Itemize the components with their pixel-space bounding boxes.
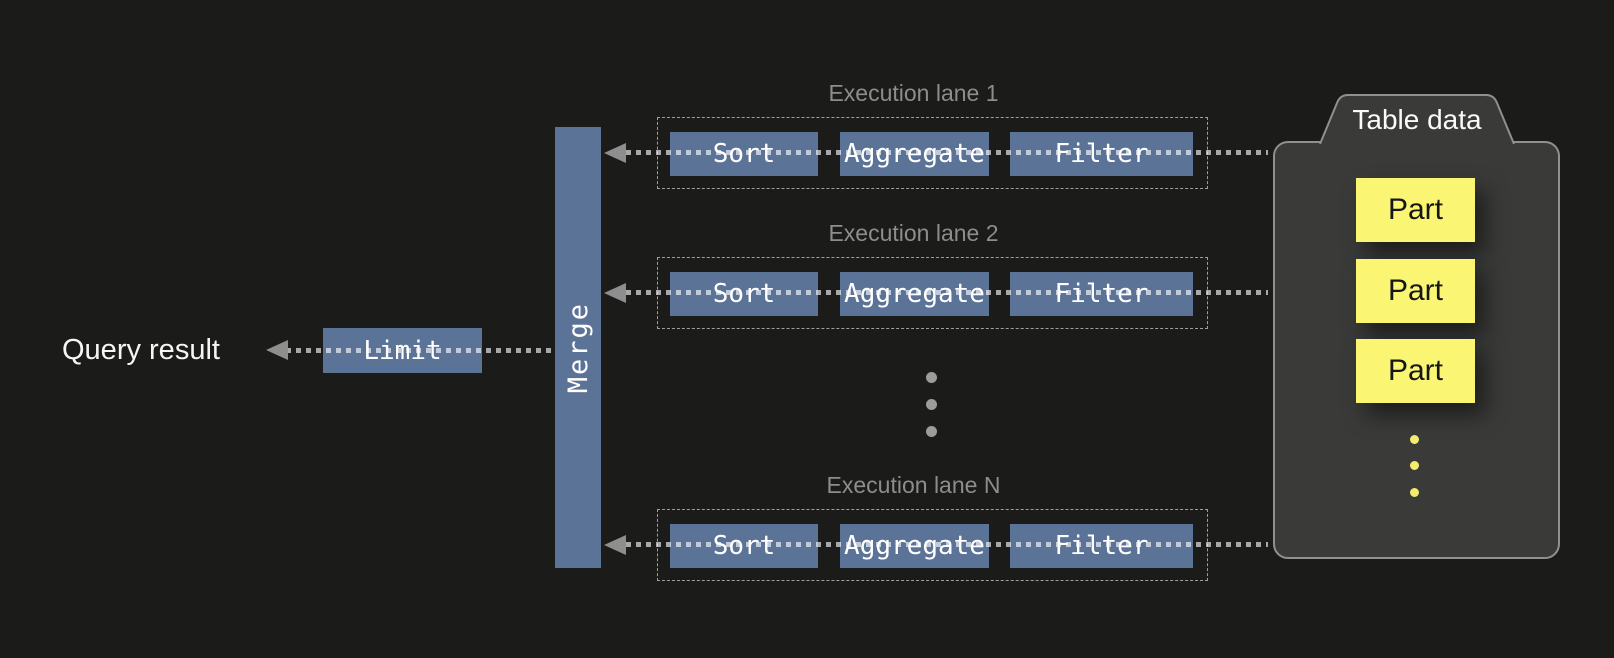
merge-label: Merge (562, 301, 594, 394)
lanes-ellipsis-dot (926, 426, 937, 437)
arrow-left-icon (266, 340, 288, 360)
parts-ellipsis-dot (1410, 488, 1419, 497)
part-box: Part (1356, 339, 1475, 403)
parts-ellipsis-dot (1410, 461, 1419, 470)
arrow-left-icon (604, 535, 626, 555)
dotted-connector-lane-1 (626, 150, 1268, 155)
table-data-tab (1319, 94, 1515, 144)
part-label: Part (1387, 274, 1444, 307)
dotted-connector-lane-2 (626, 290, 1268, 295)
part-box: Part (1356, 178, 1475, 242)
execution-lane-n-title: Execution lane N (826, 472, 1001, 498)
execution-lane-2: Execution lane 2 Sort Aggregate Filter (657, 220, 1208, 329)
merge-bar: Merge (555, 127, 601, 568)
arrow-left-icon (604, 143, 626, 163)
dotted-connector-merge-to-limit (286, 348, 555, 353)
part-label: Part (1387, 354, 1444, 387)
arrow-left-icon (604, 283, 626, 303)
execution-lane-1-title: Execution lane 1 (828, 80, 999, 106)
part-label: Part (1387, 193, 1444, 226)
parts-ellipsis-dot (1410, 435, 1419, 444)
execution-lane-2-title: Execution lane 2 (828, 220, 999, 246)
part-box: Part (1356, 259, 1475, 323)
query-result-label: Query result (62, 334, 220, 366)
lanes-ellipsis-dot (926, 399, 937, 410)
dotted-connector-lane-n (626, 542, 1268, 547)
table-data-title: Table data (1352, 104, 1482, 135)
lanes-ellipsis-dot (926, 372, 937, 383)
